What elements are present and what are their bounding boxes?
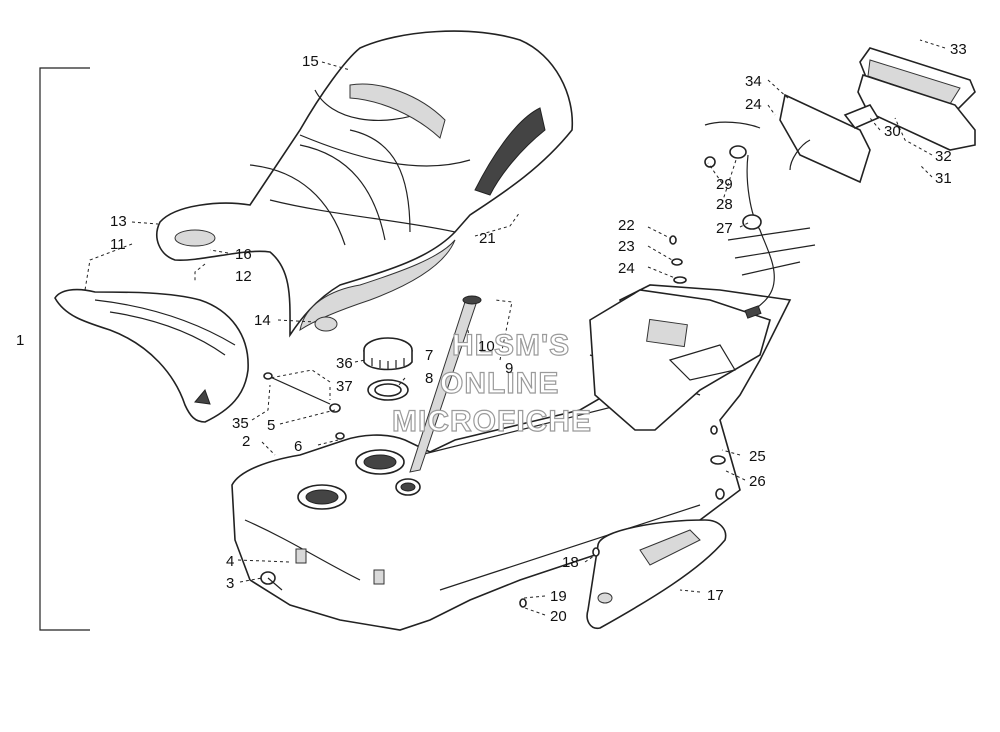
watermark-line-3: MICROFICHE <box>392 405 592 438</box>
callout-32: 32 <box>935 148 952 165</box>
callout-15: 15 <box>302 53 319 70</box>
fuel-gauge-sender <box>409 295 482 473</box>
watermark-line-1: HLSM'S <box>452 329 570 362</box>
callout-20: 20 <box>550 608 567 625</box>
callout-6: 6 <box>294 438 302 455</box>
callout-19: 19 <box>550 588 567 605</box>
callout-34: 34 <box>745 73 762 90</box>
callout-28: 28 <box>716 196 733 213</box>
callout-25: 25 <box>749 448 766 465</box>
callout-23: 23 <box>618 238 635 255</box>
callout-27: 27 <box>716 220 733 237</box>
callout-24-upper: 24 <box>745 96 762 113</box>
callout-2: 2 <box>242 433 250 450</box>
callout-12: 12 <box>235 268 252 285</box>
callout-9: 9 <box>505 360 513 377</box>
watermark: HLSM'S ONLINE MICROFICHE <box>391 328 592 438</box>
callout-numbers: 1 15 13 11 16 12 14 21 36 37 35 5 6 2 7 … <box>16 41 967 625</box>
callout-7: 7 <box>425 347 433 364</box>
tunnel-panel <box>586 519 727 630</box>
callout-36: 36 <box>336 355 353 372</box>
callout-30: 30 <box>884 123 901 140</box>
fuel-tank <box>231 284 792 631</box>
fuel-cap <box>363 337 413 401</box>
callout-4: 4 <box>226 553 234 570</box>
callout-17: 17 <box>707 587 724 604</box>
callout-26: 26 <box>749 473 766 490</box>
callout-22: 22 <box>618 217 635 234</box>
callout-14: 14 <box>254 312 271 329</box>
leader-lines <box>84 39 946 616</box>
callout-11: 11 <box>110 236 126 253</box>
callout-10: 10 <box>478 338 495 355</box>
callout-37: 37 <box>336 378 353 395</box>
callout-33: 33 <box>950 41 967 58</box>
callout-18: 18 <box>562 554 579 571</box>
seat <box>156 30 574 338</box>
callout-5: 5 <box>267 417 275 434</box>
callout-16: 16 <box>235 246 252 263</box>
callout-1: 1 <box>16 332 24 349</box>
hardware <box>260 235 726 608</box>
callout-35: 35 <box>232 415 249 432</box>
callout-21: 21 <box>479 230 496 247</box>
taillight-assembly <box>704 47 976 319</box>
assembly-bracket <box>39 67 90 631</box>
callout-8: 8 <box>425 370 433 387</box>
callout-31: 31 <box>935 170 952 187</box>
watermark-line-2: ONLINE <box>440 367 559 400</box>
seat-back-shroud <box>54 288 249 423</box>
callout-29: 29 <box>716 176 733 193</box>
callout-13: 13 <box>110 213 127 230</box>
callout-3: 3 <box>226 575 234 592</box>
callout-24-lower: 24 <box>618 260 635 277</box>
